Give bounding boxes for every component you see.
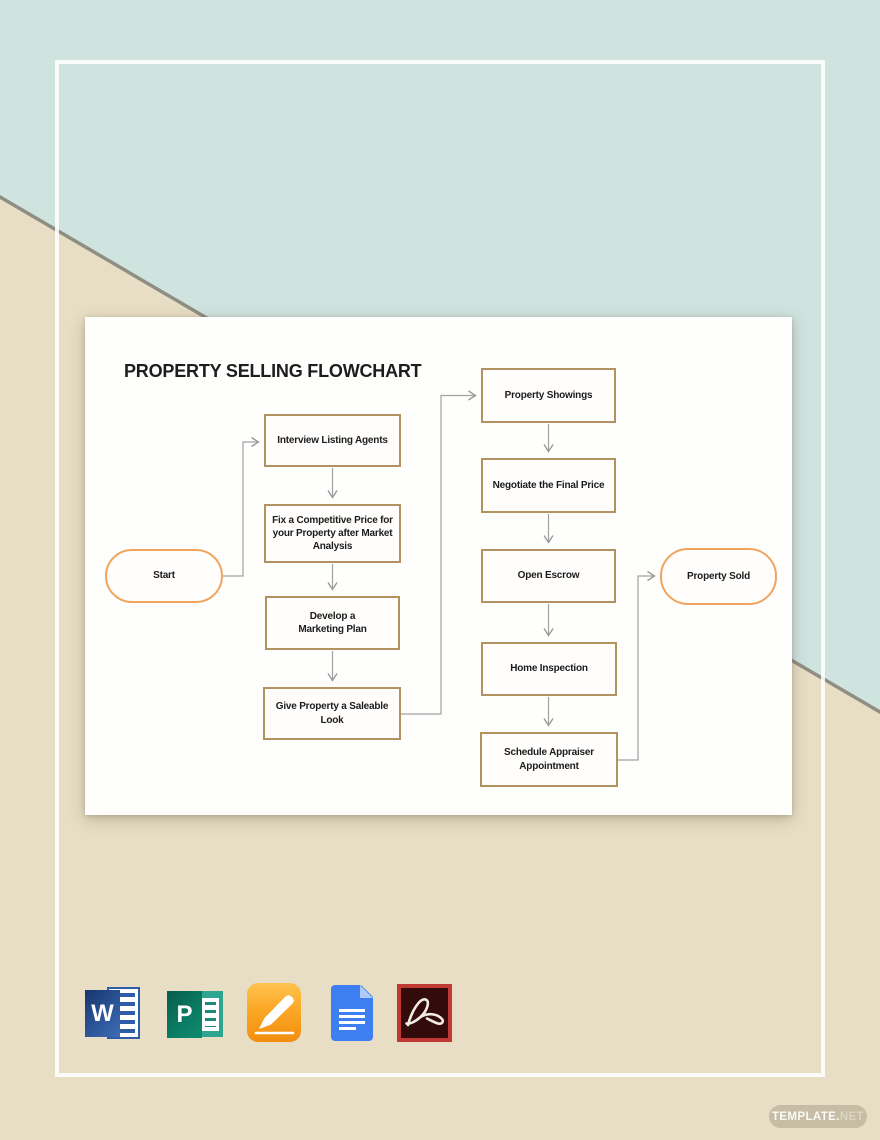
badge-text-bold: TEMPLATE.: [771, 1110, 840, 1123]
flowchart-connectors: [223, 390, 656, 761]
flow-node-give-saleable-look: Give Property a Saleable Look: [263, 687, 401, 740]
publisher-letter: P: [167, 991, 202, 1038]
microsoft-publisher-icon[interactable]: P: [167, 985, 223, 1043]
apple-pages-icon[interactable]: [247, 983, 301, 1042]
acrobat-glyph: [405, 998, 445, 1027]
gdocs-text-lines: [339, 1009, 365, 1031]
flow-node-interview-listing-agents: Interview Listing Agents: [264, 414, 401, 467]
gdocs-corner-fold: [360, 984, 373, 997]
flow-node-negotiate-final-price: Negotiate the Final Price: [481, 458, 616, 513]
adobe-pdf-icon[interactable]: [397, 984, 452, 1042]
badge-text-light: NET: [839, 1110, 865, 1123]
flow-node-develop-marketing-plan: Develop a Marketing Plan: [265, 596, 400, 650]
flow-node-open-escrow: Open Escrow: [481, 549, 616, 603]
flowchart-title: PROPERTY SELLING FLOWCHART: [124, 361, 422, 381]
word-letter: W: [85, 990, 120, 1037]
google-docs-icon[interactable]: [331, 984, 373, 1042]
flow-node-start: Start: [105, 549, 223, 603]
gdocs-page: [331, 985, 373, 1041]
flow-node-property-showings: Property Showings: [481, 368, 616, 423]
publisher-sheet: [202, 998, 219, 1031]
flow-node-property-sold: Property Sold: [660, 548, 777, 605]
microsoft-word-icon[interactable]: W: [85, 984, 140, 1042]
template-preview-card: PROPERTY SELLING FLOWCHART: [85, 317, 792, 815]
flow-node-home-inspection: Home Inspection: [481, 642, 617, 696]
flow-node-schedule-appraiser: Schedule Appraiser Appointment: [480, 732, 618, 787]
pages-pen-glyph: [254, 995, 295, 1035]
flow-node-fix-competitive-price: Fix a Competitive Price for your Propert…: [264, 504, 401, 563]
template-net-badge[interactable]: TEMPLATE.NET: [769, 1105, 867, 1128]
